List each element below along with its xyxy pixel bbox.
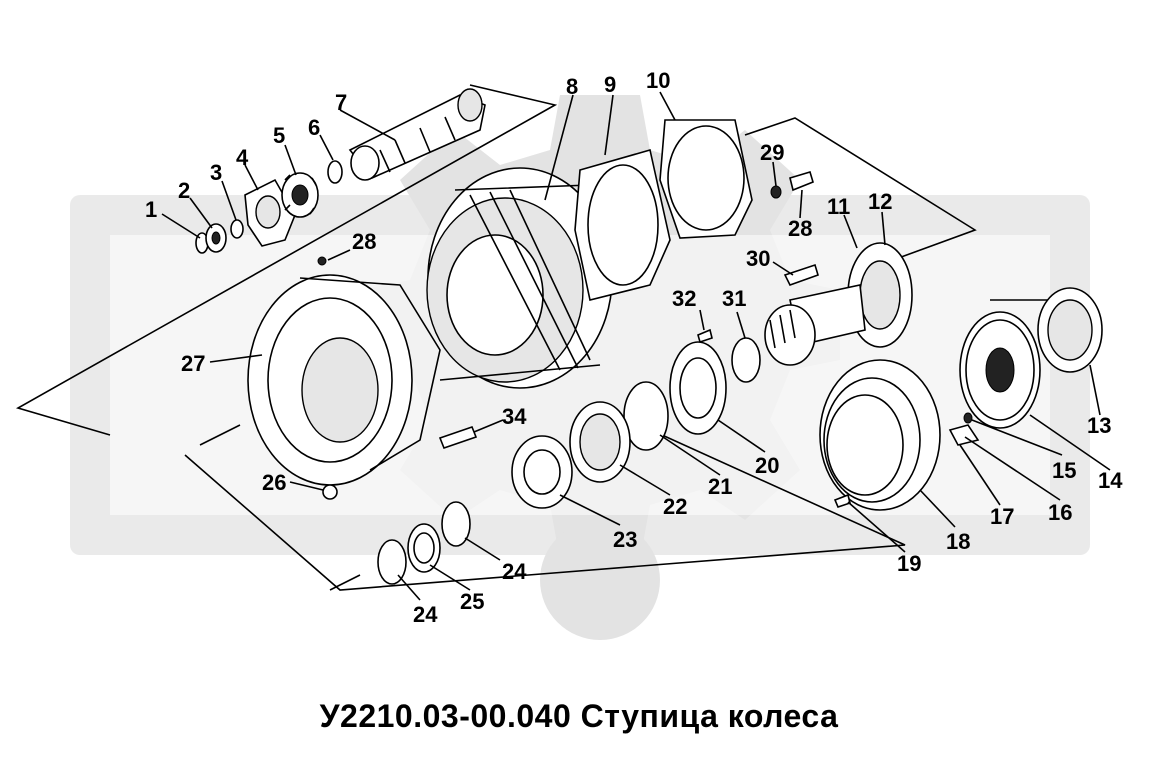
part-nut-28 bbox=[317, 256, 327, 266]
callout-28-visible: 28 bbox=[352, 229, 376, 254]
callout-26: 26 bbox=[262, 470, 286, 495]
callout-6: 6 bbox=[308, 115, 320, 140]
part-ring-gear-18 bbox=[819, 359, 941, 511]
callout-7: 7 bbox=[335, 90, 347, 115]
callout-24-right: 24 bbox=[502, 559, 527, 584]
part-bolt-31 bbox=[783, 263, 819, 286]
callout-29: 28 bbox=[788, 216, 812, 241]
part-lock-plate-16 bbox=[948, 424, 980, 446]
callout-8: 8 bbox=[566, 74, 578, 99]
part-nut-26 bbox=[322, 484, 338, 500]
callout-10: 10 bbox=[646, 68, 670, 93]
part-washer-24-right bbox=[441, 501, 471, 547]
callout-1: 1 bbox=[145, 197, 157, 222]
callout-34: 34 bbox=[502, 404, 527, 429]
part-snap-ring-6 bbox=[327, 160, 343, 184]
callout-labels: 1 2 3 4 5 6 7 8 9 10 29 28 11 12 30 32 3… bbox=[145, 68, 1123, 627]
callout-25: 25 bbox=[460, 589, 484, 614]
part-pinion-gear-5 bbox=[281, 172, 319, 218]
callout-31: 30 bbox=[746, 246, 770, 271]
part-washer-24-left bbox=[377, 539, 407, 585]
callout-15: 15 bbox=[1052, 458, 1076, 483]
part-tapered-bearing-23 bbox=[511, 435, 573, 509]
part-carrier-plate-4 bbox=[244, 178, 296, 247]
callout-9: 9 bbox=[604, 72, 616, 97]
part-bearing-2 bbox=[205, 223, 227, 253]
part-ring-32 bbox=[731, 337, 761, 383]
callout-23: 23 bbox=[613, 527, 637, 552]
callout-13: 13 bbox=[1087, 413, 1111, 438]
callout-30: 29 bbox=[760, 140, 784, 165]
callout-17: 17 bbox=[990, 504, 1014, 529]
part-small-washer-15 bbox=[963, 412, 973, 424]
callout-33: 32 bbox=[672, 286, 696, 311]
callout-12: 12 bbox=[868, 189, 892, 214]
callout-18: 18 bbox=[946, 529, 970, 554]
part-pin-33 bbox=[697, 328, 713, 344]
callout-22: 22 bbox=[663, 494, 687, 519]
part-hub-housing-27 bbox=[247, 274, 441, 486]
part-cover-flange-10 bbox=[659, 119, 753, 239]
callout-20: 20 bbox=[755, 453, 779, 478]
part-splined-shaft-7 bbox=[348, 88, 486, 181]
callout-24-left: 24 bbox=[413, 602, 438, 627]
callout-4: 4 bbox=[236, 145, 249, 170]
callout-14: 14 bbox=[1098, 468, 1123, 493]
part-washer-30 bbox=[770, 185, 782, 199]
diagram-caption: У2210.03-00.040 Ступица колеса bbox=[319, 698, 839, 734]
callout-32: 31 bbox=[722, 286, 746, 311]
part-bolt-29 bbox=[789, 171, 814, 192]
assembly-guide-lines bbox=[15, 84, 1060, 591]
callout-21: 21 bbox=[708, 474, 732, 499]
callout-11: 11 bbox=[827, 194, 850, 219]
part-ring-3 bbox=[230, 219, 244, 239]
part-toothed-disk-14 bbox=[959, 311, 1041, 429]
part-spindle-flange-11-12 bbox=[764, 242, 913, 366]
part-cover-plate-22 bbox=[569, 401, 631, 483]
callout-2: 2 bbox=[178, 178, 190, 203]
callout-3: 3 bbox=[210, 160, 222, 185]
callout-16: 16 bbox=[1048, 500, 1072, 525]
callout-27: 27 bbox=[181, 351, 205, 376]
callout-19: 19 bbox=[897, 551, 921, 576]
part-lock-washer-25 bbox=[407, 523, 441, 573]
part-stud-34 bbox=[438, 425, 478, 450]
part-brake-drum-8 bbox=[426, 167, 613, 389]
part-bearing-13 bbox=[1037, 287, 1103, 373]
part-ring-seal-21 bbox=[623, 381, 669, 451]
part-bearing-cage-20 bbox=[669, 341, 727, 435]
part-gasket-9 bbox=[574, 148, 671, 301]
callout-5: 5 bbox=[273, 123, 285, 148]
leader-lines bbox=[161, 91, 1111, 601]
